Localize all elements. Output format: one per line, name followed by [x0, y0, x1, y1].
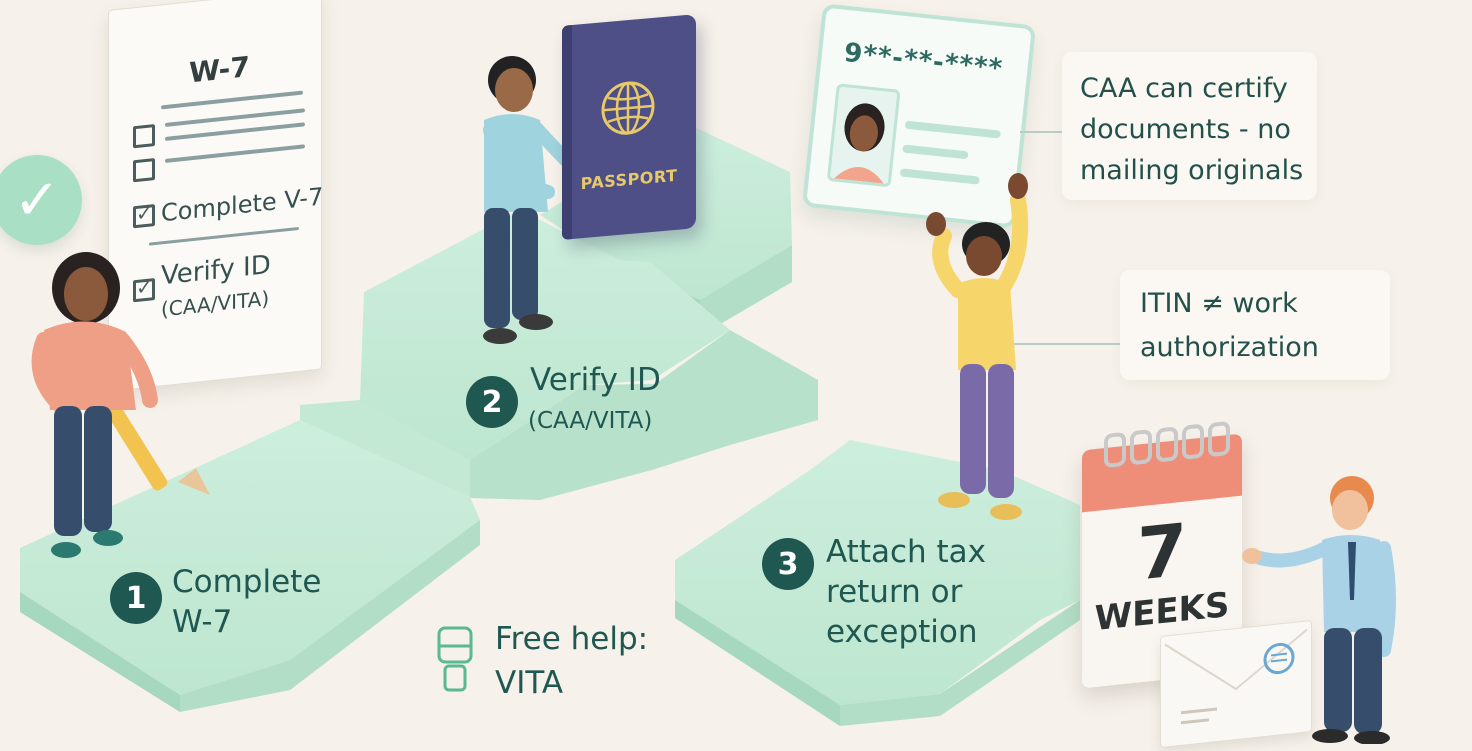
callout-itin-line: authorization	[1140, 332, 1319, 363]
step-1-line: Complete	[172, 564, 322, 600]
step-1-label: Complete W-7	[172, 562, 321, 642]
callout-caa-line: mailing originals	[1080, 155, 1304, 186]
passport-booklet: PASSPORT	[562, 14, 696, 240]
lamp-icon	[437, 626, 473, 692]
callout-itin-line: ITIN ≠ work	[1140, 288, 1298, 319]
globe-icon	[601, 81, 655, 135]
step-3-line: return or	[826, 574, 963, 610]
step-platform-1	[20, 420, 480, 712]
callout-caa-line: CAA can certify	[1080, 73, 1288, 104]
step-2-title: Verify ID	[530, 362, 661, 398]
step-3-badge: 3	[762, 538, 814, 590]
step-2-badge: 2	[466, 376, 518, 428]
callout-caa: CAA can certify documents - no mailing o…	[1062, 52, 1317, 200]
envelope-icon	[1160, 620, 1312, 748]
id-photo-avatar	[826, 83, 901, 188]
id-card: 9**-**-****	[801, 3, 1037, 229]
step-1-line: W-7	[172, 604, 233, 640]
checkmark-icon: ✓	[0, 155, 82, 245]
free-help-line: Free help:	[495, 621, 649, 657]
step-1-badge: 1	[110, 572, 162, 624]
callout-itin: ITIN ≠ work authorization	[1120, 270, 1390, 380]
step-3-label: Attach tax return or exception	[826, 532, 986, 652]
step-2-subtitle: (CAA/VITA)	[528, 408, 653, 434]
free-help-line: VITA	[495, 665, 564, 701]
callout-leader-line	[1020, 131, 1062, 133]
step-platform-3	[675, 440, 1080, 726]
callout-leader-line	[1014, 343, 1120, 345]
step-3-line: exception	[826, 614, 978, 650]
step-platform-2	[300, 210, 818, 500]
free-help-label: Free help: VITA	[495, 617, 648, 705]
callout-caa-line: documents - no	[1080, 114, 1291, 145]
step-3-line: Attach tax	[826, 534, 987, 570]
